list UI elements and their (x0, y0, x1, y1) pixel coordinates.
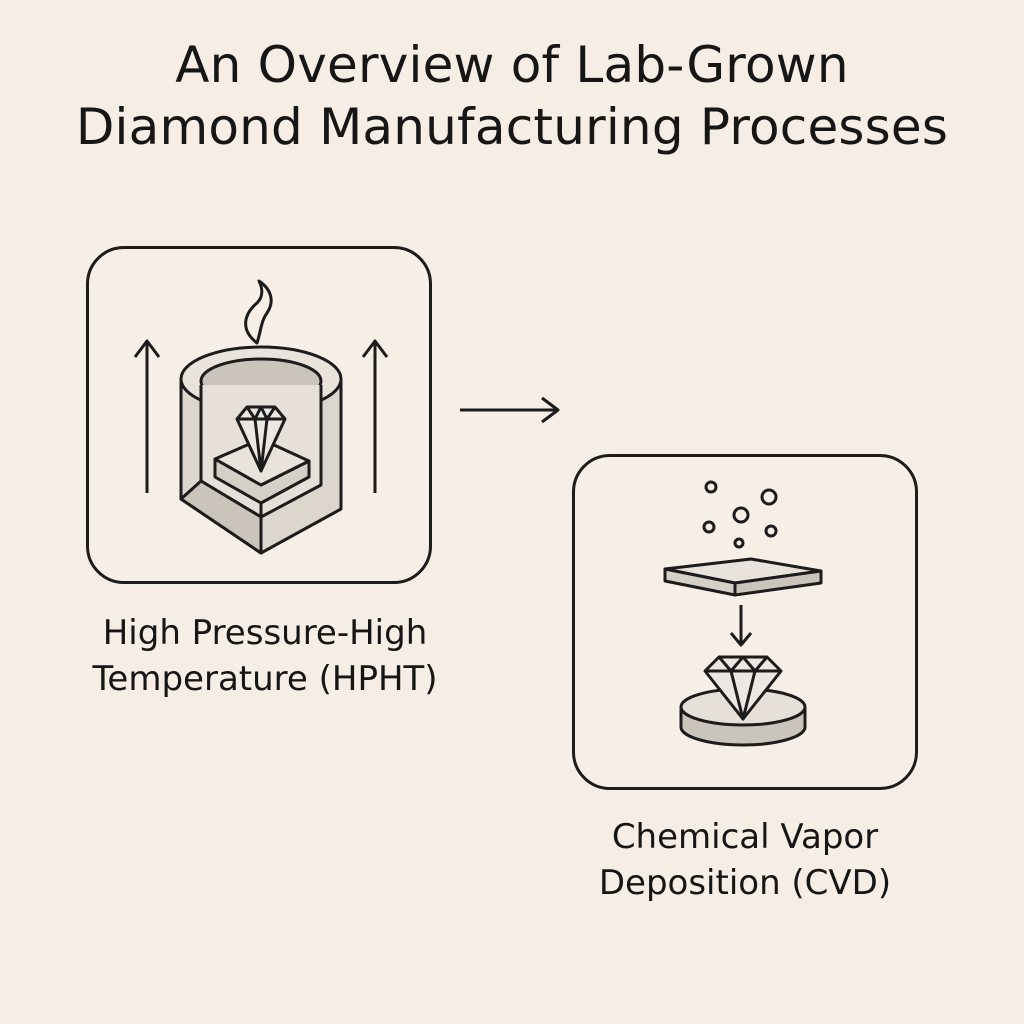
hpht-panel (86, 246, 432, 584)
cvd-label-line-2: Deposition (CVD) (598, 863, 892, 903)
title-line-1: An Overview of Lab-Grown (175, 36, 849, 94)
arrow-down-icon (729, 605, 753, 647)
hpht-label-line-2: Temperature (HPHT) (92, 659, 438, 699)
cvd-panel (572, 454, 918, 790)
gas-particles-icon (702, 480, 778, 549)
substrate-plate-icon (663, 557, 823, 597)
diagram-title: An Overview of Lab-Grown Diamond Manufac… (0, 34, 1024, 158)
cvd-label-line-1: Chemical Vapor (611, 817, 879, 857)
heat-flame-icon (244, 279, 273, 345)
pressure-arrow-up-icon (361, 339, 389, 493)
hpht-illustration (133, 279, 389, 555)
diamond-icon (703, 655, 783, 721)
hpht-label-line-1: High Pressure-High (102, 613, 428, 653)
cvd-illustration (663, 480, 823, 747)
hpht-label: High Pressure-High Temperature (HPHT) (40, 610, 490, 702)
diamond-icon (235, 405, 287, 473)
cvd-label: Chemical Vapor Deposition (CVD) (520, 814, 970, 906)
title-line-2: Diamond Manufacturing Processes (75, 98, 949, 156)
arrow-right-icon (460, 396, 560, 424)
pressure-arrow-up-icon (133, 339, 161, 493)
